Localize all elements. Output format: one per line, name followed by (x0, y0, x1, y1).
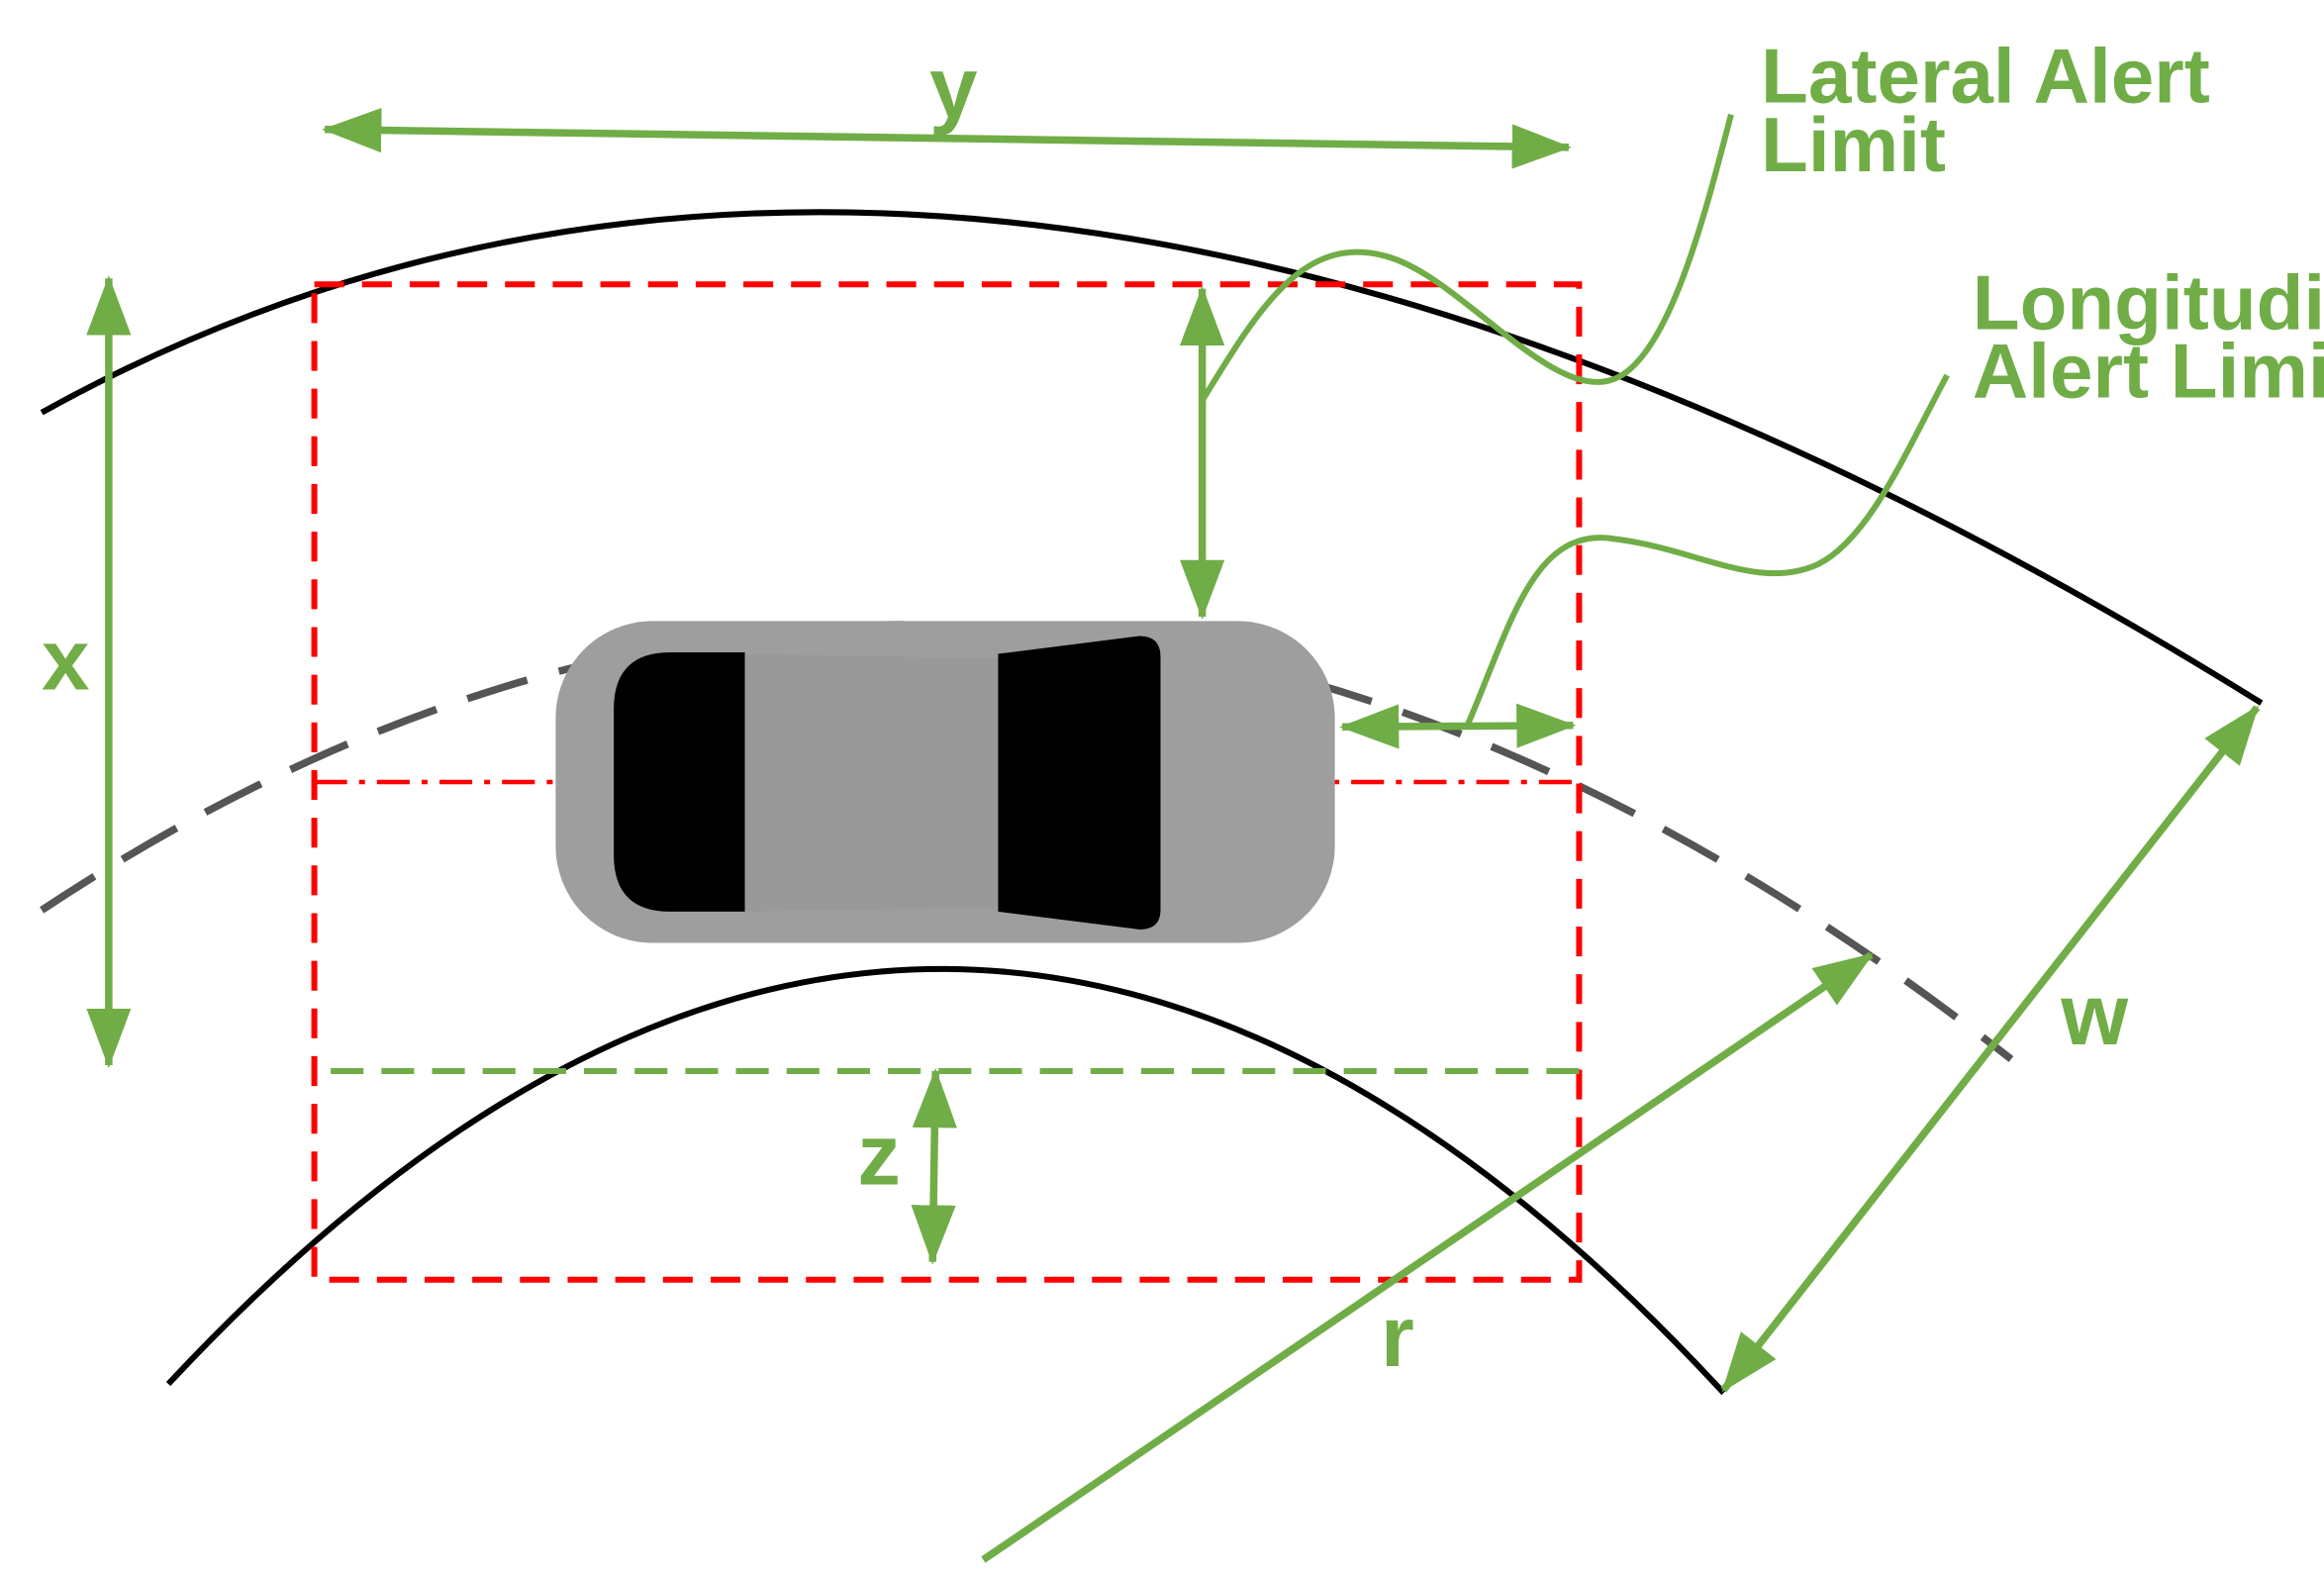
car-roof (744, 653, 999, 912)
longitudinal-alert-leader (1464, 373, 1950, 727)
z-label: z (857, 1107, 901, 1203)
longitudinal-alert-arrow (1339, 703, 1577, 749)
lateral-alert-label-line2: Limit (1761, 101, 1946, 188)
x-label: x (42, 613, 90, 709)
lateral-alert-label-line1: Lateral Alert (1761, 33, 2210, 120)
road-inner-edge (165, 965, 1726, 1396)
lateral-alert-leader (1200, 113, 1734, 403)
y-label: y (929, 41, 978, 137)
longitudinal-alert-label-line1: Longitudinal (1973, 258, 2324, 345)
w-dimension-arrow (1720, 705, 2261, 1393)
lane-centerline (40, 621, 2014, 1062)
car-rear-window (614, 652, 745, 912)
y-dimension-arrow (322, 107, 1572, 169)
z-dimension-arrow (911, 1067, 957, 1265)
car (555, 621, 1335, 943)
r-label: r (1381, 1289, 1414, 1385)
r-radius-arrow (981, 951, 1874, 1563)
dimension-arrows (86, 107, 2261, 1563)
car-windshield (998, 636, 1161, 930)
longitudinal-alert-label-line2: Alert Limit (1973, 328, 2324, 415)
w-label: w (2060, 967, 2129, 1063)
